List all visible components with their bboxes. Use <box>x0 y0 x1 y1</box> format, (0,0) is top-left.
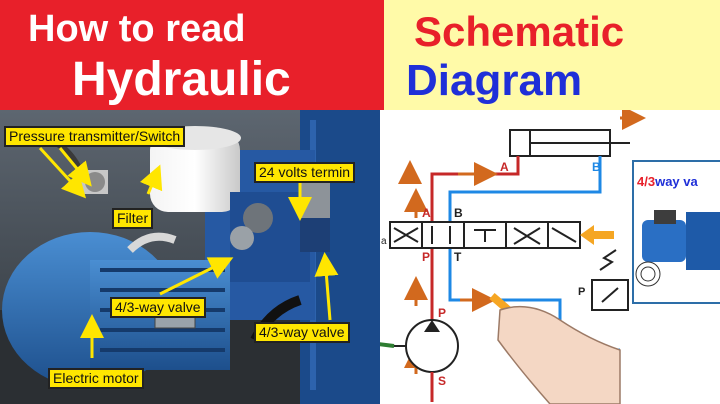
pump-port-s: S <box>438 374 447 388</box>
valve-port-a: A <box>422 206 431 220</box>
relief-port-p: P <box>578 286 586 298</box>
directional-valve <box>389 221 581 249</box>
title-line-3: Schematic <box>414 8 625 55</box>
schematic-drawing <box>380 110 646 404</box>
title-line-4: Diagram <box>406 56 583 105</box>
valve-port-t: T <box>454 250 462 264</box>
inset-caption-num: 4/3 <box>637 174 656 189</box>
title-line-2: Hydraulic <box>72 53 291 106</box>
solenoid-valve-icon <box>635 210 720 287</box>
valve-port-b: B <box>454 206 463 220</box>
label-pressure-transmitter: Pressure transmitter/Switch <box>4 126 186 147</box>
label-filter: Filter <box>112 208 154 229</box>
port-b-top: B <box>592 160 601 174</box>
label-4-3-way-valve-1: 4/3-way valve <box>110 297 206 318</box>
hydraulic-unit-photo: Pressure transmitter/Switch Filter 24 vo… <box>0 110 380 404</box>
inset-caption: 4/3way va <box>637 174 698 189</box>
port-a-top: A <box>500 160 509 174</box>
valve-port-p: P <box>422 250 431 264</box>
title-line-1: How to read <box>28 8 246 50</box>
label-4-3-way-valve-2: 4/3-way valve <box>254 322 350 343</box>
hydraulic-schematic: A B A B P T a P T P S 4/3way va <box>380 110 720 404</box>
pump-port-p: P <box>438 306 447 320</box>
hand-drawing <box>497 305 621 404</box>
title-banner-right <box>384 0 720 110</box>
inset-caption-text: way va <box>655 174 698 189</box>
valve-inset: 4/3way va <box>632 160 720 304</box>
valve-side-a: a <box>381 236 387 247</box>
title-banner-left <box>0 0 384 110</box>
label-electric-motor: Electric motor <box>48 368 144 389</box>
callout-arrows <box>38 146 339 358</box>
label-24-volts-terminal: 24 volts termin <box>254 162 356 183</box>
